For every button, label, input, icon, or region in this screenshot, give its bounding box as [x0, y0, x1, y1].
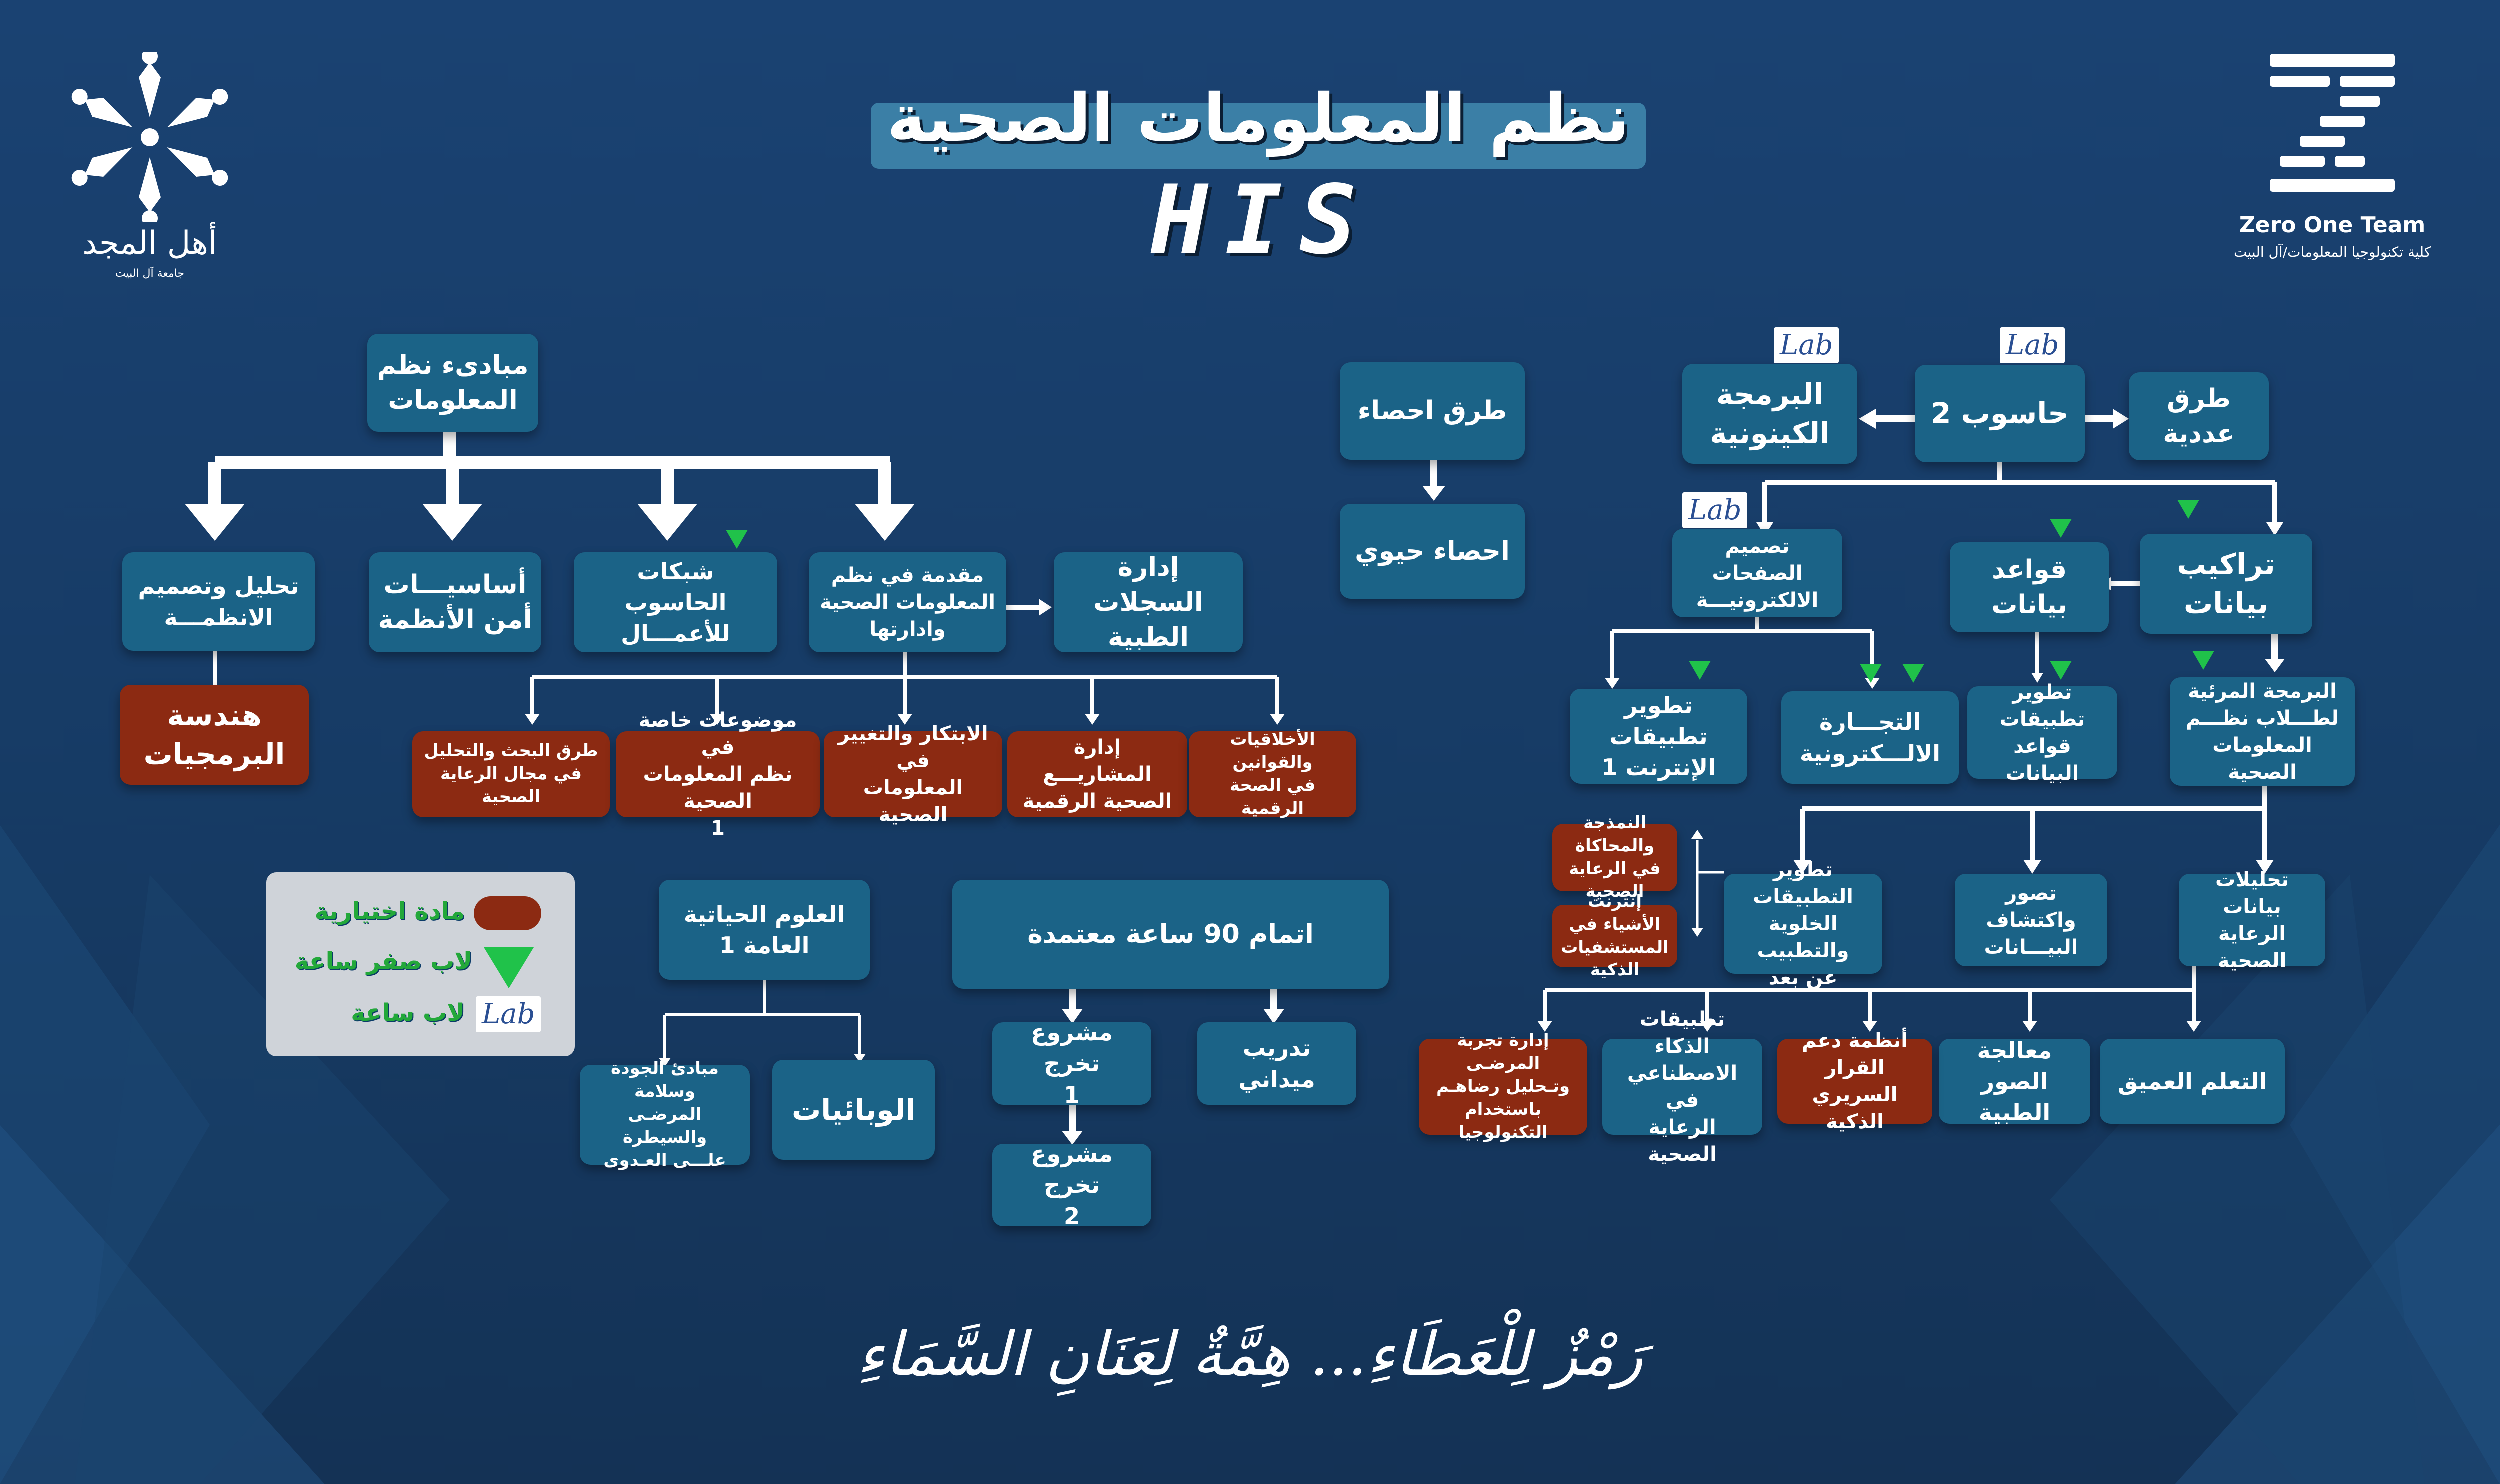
node-tarakeeb: تراكيب بيانات — [2140, 534, 2312, 634]
left-logo-sub: جامعة آل البيت — [115, 267, 185, 280]
right-logo-sub: كلية تكنولوجيا المعلومات/آل البيت — [2234, 244, 2432, 260]
node-idarat-sijillat: إدارة السجلات الطبية — [1054, 552, 1243, 652]
lab-zero-marker-tarakeeb — [2178, 500, 2200, 519]
title-banner — [871, 103, 1646, 169]
node-namthaja: النمذجة والمحاكاة في الرعاية الصحية — [1552, 813, 1678, 901]
node-tasawwur: تصور واكتشاف البيـــانات — [1955, 874, 2108, 966]
node-idarat-mashari: إدارة المشاريـــع الصحية الرقمية — [1008, 731, 1188, 817]
lab-zero-marker-tijara-a — [1860, 664, 1882, 683]
lab-zero-marker-qawaid — [2050, 519, 2072, 538]
lab-zero-marker-internet — [1689, 661, 1711, 680]
node-tijara: التجـــارة الالـــكترونية — [1782, 691, 1959, 784]
page-subtitle: HIS — [1151, 165, 1374, 275]
node-tasmeem-safahat: تصميم الصفحات الالكترونيـــة — [1672, 529, 1842, 617]
node-tatweer-qawaid: تطوير تطبيقات قواعد البيانات — [1968, 681, 2118, 785]
node-muaalaja: معالجة الصور الطبية — [1939, 1037, 2090, 1126]
legend-lab-hour-label: لاب ساعة — [351, 999, 465, 1027]
node-turuq-bahth: طرق البحث والتحليل في مجال الرعاية الصحي… — [412, 731, 610, 817]
node-tadreeb: تدريب ميداني — [1198, 1022, 1356, 1105]
node-hasoob2: حاسوب 2 — [1915, 365, 2085, 462]
page-title: نظم المعلومات الصحية — [887, 80, 1630, 157]
node-asasiyat: أساسيـــات أمن الأنظمة — [369, 552, 542, 652]
node-tahleelat: تحليلات بيانات الرعاية الصحية — [2179, 868, 2326, 972]
legend-lab-zero-icon — [484, 947, 534, 988]
node-akhlaqiyat: الأخلاقيات والقوانين في الصحة الرقمية — [1189, 729, 1356, 818]
node-handasa: هندسة البرمجيات — [120, 685, 309, 785]
legend-elective-label: مادة اختيارية — [314, 897, 465, 925]
lab-zero-marker-tatweer-qawaid — [2050, 661, 2072, 680]
node-qawaid: قواعد بيانات — [1950, 542, 2109, 632]
node-shabakat: شبكات الحاسوب للأعمـــال — [574, 552, 778, 652]
lab-tag-kainoniya: Lab — [1774, 327, 1840, 363]
node-tatbeeqat-khalawiya: تطوير التطبيقات الخلوية والتطبيب عن بعد — [1724, 858, 1882, 989]
slogan: رَمْزٌ لِلْعَطَاءِ... هِمَّةٌ لِعَنَانِ … — [856, 1320, 1644, 1389]
ahl-almajd-logo — [72, 52, 228, 222]
lab-zero-marker-shabakat — [726, 530, 748, 549]
node-mawdooat: موضوعات خاصة في نظم المعلومات الصحية 1 — [616, 709, 820, 840]
node-tatweer-internet: تطوير تطبيقات الإنترنت 1 — [1570, 689, 1748, 784]
node-uloom: العلوم الحياتية العامة 1 — [659, 880, 870, 980]
node-mabadi-jawda: مبادئ الجودة وسلامة المرضـى والسيطرة علـ… — [580, 1058, 750, 1170]
node-turuq-ihsa: طرق احصاء — [1340, 362, 1525, 460]
left-logo-name: أهل المجد — [82, 225, 218, 262]
node-muqaddima: مقدمة في نظم المعلومات الصحية وادارتها — [809, 552, 1006, 652]
node-tahleel: تحليل وتصميم الانظمـــة — [122, 552, 315, 651]
lab-zero-marker-barmaja — [2192, 651, 2214, 670]
node-idarat-tajriba: إدارة تجربة المرضـى وتـحليل رضاهـم باستخ… — [1419, 1030, 1588, 1142]
node-itmam: اتمام 90 ساعة معتمدة — [952, 880, 1389, 989]
lab-tag-tasmeem: Lab — [1682, 492, 1748, 528]
right-logo-name: Zero One Team — [2239, 212, 2426, 238]
node-mabadi: مبادىء نظم المعلومات — [368, 334, 538, 432]
node-taallum: التعلم العميق — [2100, 1039, 2285, 1124]
legend-lab-icon: Lab — [476, 996, 542, 1032]
node-ibtikar: الابتكار والتغيير في المعلومات الصحية — [824, 722, 1002, 826]
node-dhakaa: تطبيقات الذكاء الاصطناعي في الرعاية الصح… — [1602, 1008, 1762, 1166]
node-anthima: أنظمة دعم القرار السريري الذكية — [1778, 1029, 1932, 1133]
node-mashroo1: مشروع تخرج 1 — [992, 1019, 1152, 1108]
lab-tag-hasoob2: Lab — [2000, 327, 2066, 363]
node-internet-ashya: إنترنت الأشياء في المستشفيات الذكية — [1552, 891, 1678, 980]
legend-lab-zero-label: لاب صفر ساعة — [294, 947, 472, 975]
node-turuq-adadiya: طرق عددية — [2129, 372, 2269, 460]
node-kainoniya: البرمجة الكينونية — [1682, 364, 1858, 464]
node-wabaiyat: الوبائيات — [772, 1060, 935, 1160]
node-barmaja-mar2iya: البرمجة المرئية لطـــلاب نظـــم المعلوما… — [2170, 677, 2355, 786]
node-mashroo2: مشروع تخرج 2 — [992, 1140, 1152, 1230]
zero-one-logo — [2270, 54, 2395, 192]
lab-zero-marker-tijara-b — [1902, 664, 1924, 683]
node-ihsa-hayawi: احصاء حيوي — [1340, 504, 1525, 599]
legend-elective-swatch — [474, 896, 542, 930]
